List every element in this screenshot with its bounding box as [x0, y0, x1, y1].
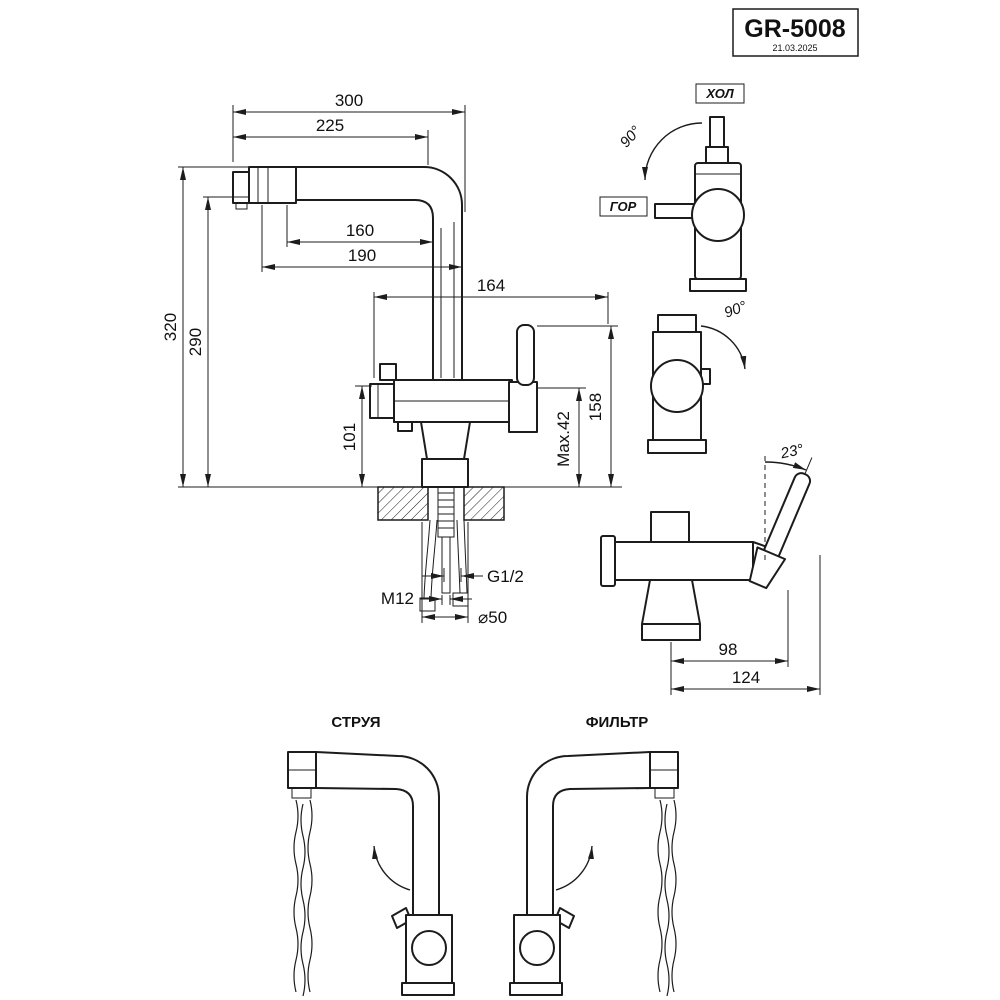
svg-text:G1/2: G1/2 — [487, 567, 524, 586]
countertop — [377, 486, 505, 521]
angle-23: 23° — [764, 441, 807, 471]
filter-label: ФИЛЬТР — [586, 714, 649, 731]
svg-text:290: 290 — [186, 328, 205, 356]
dim-98: 98 — [670, 590, 789, 695]
stream-faucet-outline — [287, 751, 455, 996]
handle-lever-23 — [748, 457, 813, 590]
faucet-base — [421, 458, 469, 488]
handle-projection: 23° 98 124 — [600, 441, 821, 695]
dim-290: 290 — [186, 196, 250, 487]
dim-320: 320 — [161, 166, 380, 488]
faucet-front-outline — [647, 314, 711, 454]
svg-text:164: 164 — [477, 276, 505, 295]
svg-text:320: 320 — [161, 313, 180, 341]
filter-projection: ФИЛЬТР — [509, 714, 679, 997]
dim-101: 101 — [340, 385, 372, 487]
angle-90-front: 90° — [700, 298, 749, 370]
main-projection: 300 225 160 190 164 — [161, 91, 622, 627]
svg-text:158: 158 — [586, 393, 605, 421]
title-block: GR-5008 21.03.2025 — [732, 8, 859, 57]
dim-158: 158 — [537, 325, 618, 487]
dim-d50: ⌀50 — [421, 522, 507, 627]
svg-text:23°: 23° — [778, 441, 805, 463]
revision-date: 21.03.2025 — [772, 43, 817, 53]
hot-outlet-pipe — [654, 203, 696, 219]
hose-nut-left — [419, 597, 436, 612]
svg-text:M12: M12 — [381, 589, 414, 608]
svg-text:225: 225 — [316, 116, 344, 135]
faucet-body — [369, 324, 538, 488]
svg-text:Max.42: Max.42 — [554, 411, 573, 467]
model-number: GR-5008 — [744, 15, 846, 43]
svg-text:190: 190 — [348, 246, 376, 265]
faucet-spout — [232, 166, 463, 381]
filter-water — [657, 799, 677, 997]
svg-text:160: 160 — [346, 221, 374, 240]
hot-label-box: ГОР — [599, 196, 648, 217]
filter-faucet-outline — [509, 751, 679, 996]
cold-label: ХОЛ — [705, 86, 734, 101]
dim-160: 160 — [286, 205, 433, 247]
svg-text:90°: 90° — [617, 123, 645, 151]
handle-base — [508, 381, 538, 433]
dim-164: 164 — [373, 276, 609, 378]
hot-label: ГОР — [610, 199, 637, 214]
dim-g12: G1/2 — [422, 567, 524, 586]
angle-90-side: 90° — [617, 122, 703, 181]
stream-water — [293, 799, 313, 997]
mounting-stud — [441, 536, 451, 594]
title-block-frame — [732, 8, 859, 57]
dim-190: 190 — [261, 205, 462, 272]
rotate-arrow-stream — [372, 845, 411, 891]
stream-projection: СТРУЯ — [287, 714, 455, 997]
svg-text:90°: 90° — [722, 298, 749, 322]
svg-text:124: 124 — [732, 668, 760, 687]
dim-m12: M12 — [381, 589, 472, 608]
handle-hub-front — [650, 359, 704, 413]
faucet-horizontal-outline — [600, 452, 813, 641]
svg-text:101: 101 — [340, 423, 359, 451]
handle-hub — [691, 188, 745, 242]
dim-300: 300 — [232, 91, 466, 212]
front-projection: 90° — [647, 298, 749, 454]
dim-max42: Max.42 — [504, 387, 622, 488]
svg-text:98: 98 — [719, 640, 738, 659]
side-projection: ХОЛ ГОР 90° — [599, 83, 747, 292]
faucet-side-outline — [654, 116, 747, 292]
rotate-arrow-filter — [555, 845, 594, 891]
cold-label-box: ХОЛ — [695, 83, 745, 104]
dim-124: 124 — [671, 555, 821, 695]
dimensions-main: 300 225 160 190 164 — [161, 91, 622, 627]
dim-225: 225 — [233, 116, 429, 165]
stream-label: СТРУЯ — [331, 714, 380, 731]
svg-text:300: 300 — [335, 91, 363, 110]
svg-text:⌀50: ⌀50 — [478, 608, 507, 627]
handle-lever — [516, 324, 535, 386]
threaded-shank — [437, 486, 455, 538]
